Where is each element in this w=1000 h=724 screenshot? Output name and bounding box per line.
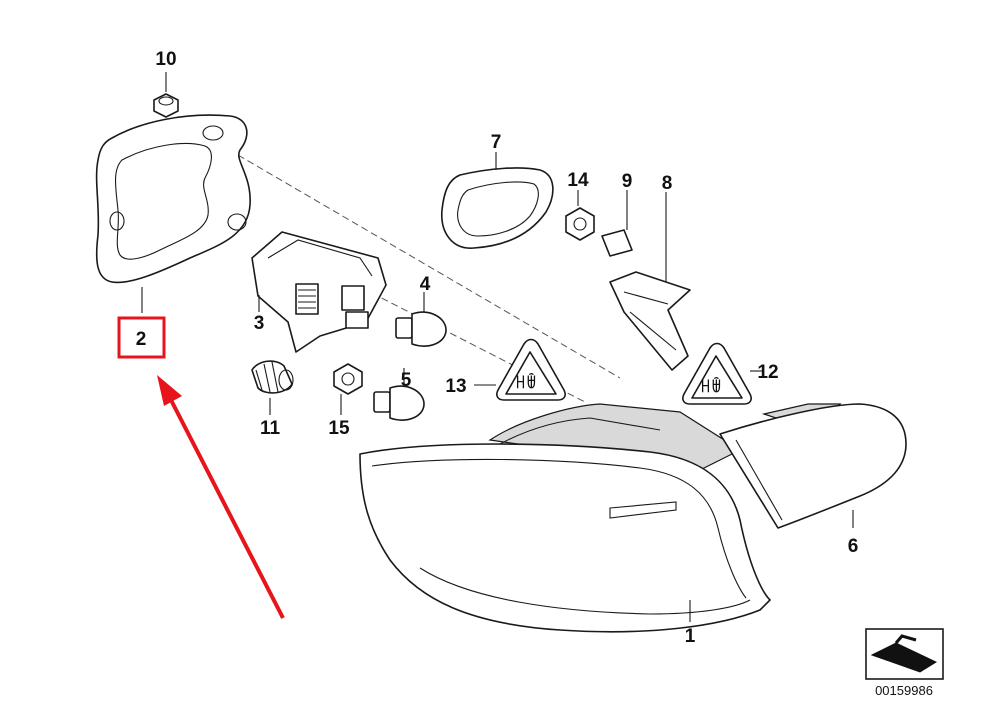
callout-12: 12 xyxy=(757,362,778,383)
diagram-code: 00159986 xyxy=(875,683,933,698)
part-7-lens-cover xyxy=(441,152,554,249)
svg-text:ꀿꁀ: ꀿꁀ xyxy=(515,372,537,391)
callout-8: 8 xyxy=(662,173,673,194)
callout-5: 5 xyxy=(401,370,412,391)
diagram-reference-icon xyxy=(865,628,944,680)
callout-7: 7 xyxy=(491,132,502,153)
part-11-grommet xyxy=(251,360,294,415)
callout-6: 6 xyxy=(848,536,859,557)
part-1-rear-light xyxy=(359,403,771,633)
pointer-arrow xyxy=(157,375,285,619)
alignment-line-lower xyxy=(361,287,586,403)
callout-10: 10 xyxy=(155,49,176,70)
part-15-socket xyxy=(333,363,363,415)
part-8-bracket xyxy=(609,192,691,371)
part-3-bulb-carrier xyxy=(251,231,387,353)
callout-9: 9 xyxy=(622,171,633,192)
part-2-gasket xyxy=(95,114,251,313)
callout-13: 13 xyxy=(445,376,466,397)
callout-4: 4 xyxy=(420,274,431,295)
part-12-warning-label: ꀿꁀ xyxy=(682,342,764,405)
part-6-inner-light xyxy=(719,403,907,529)
callout-1: 1 xyxy=(685,626,696,647)
part-4-bulb xyxy=(395,292,447,347)
callout-2: 2 xyxy=(136,329,147,350)
callout-3: 3 xyxy=(254,313,265,334)
callout-14: 14 xyxy=(567,170,589,191)
highlight-box xyxy=(117,316,166,359)
callout-15: 15 xyxy=(328,418,350,439)
part-5-bulb xyxy=(373,368,425,421)
svg-text:ꀿꁀ: ꀿꁀ xyxy=(700,376,722,395)
part-13-warning-label: ꀿꁀ xyxy=(474,338,566,401)
part-10-nut xyxy=(153,72,179,118)
alignment-line-upper xyxy=(237,154,621,379)
part-9-bulb xyxy=(601,190,633,257)
part-14-socket xyxy=(565,190,595,241)
callout-11: 11 xyxy=(260,418,281,439)
